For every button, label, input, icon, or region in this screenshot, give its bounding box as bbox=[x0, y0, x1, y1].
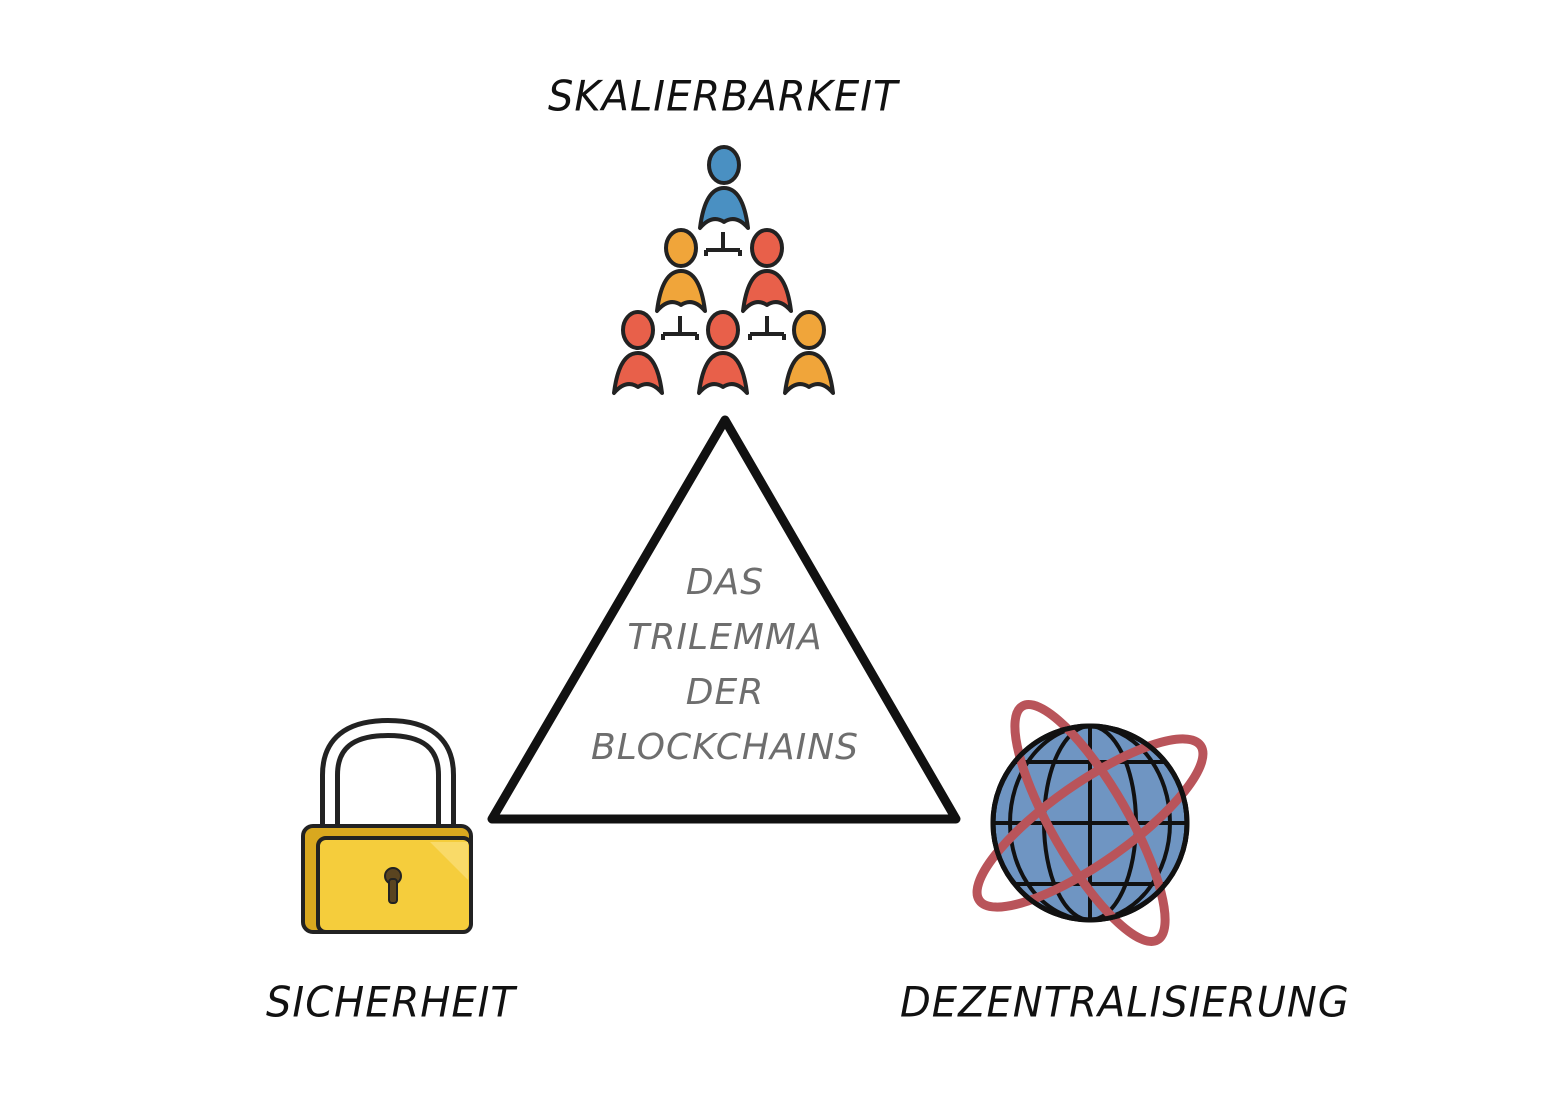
globe-orbits-icon bbox=[972, 700, 1208, 946]
label-sicherheit: SICHERHEIT bbox=[266, 978, 516, 1028]
padlock-icon bbox=[301, 717, 473, 934]
person-icon bbox=[698, 145, 750, 230]
person-icon bbox=[697, 310, 749, 395]
person-icon bbox=[612, 310, 664, 395]
person-icon bbox=[655, 228, 707, 313]
people-hierarchy-icon bbox=[612, 145, 835, 395]
title-line: DAS bbox=[685, 562, 765, 603]
person-icon bbox=[741, 228, 793, 313]
title-line: DER bbox=[685, 672, 765, 713]
title-line: BLOCKCHAINS bbox=[591, 727, 859, 768]
label-skalierbarkeit: SKALIERBARKEIT bbox=[548, 72, 899, 122]
trilemma-title: DAS TRILEMMA DER BLOCKCHAINS bbox=[560, 555, 890, 775]
trilemma-triangle bbox=[487, 415, 961, 824]
title-line: TRILEMMA bbox=[627, 617, 823, 658]
keyhole-icon bbox=[384, 867, 402, 904]
hierarchy-connector bbox=[661, 232, 786, 340]
label-dezentralisierung: DEZENTRALISIERUNG bbox=[900, 978, 1350, 1028]
person-icon bbox=[783, 310, 835, 395]
